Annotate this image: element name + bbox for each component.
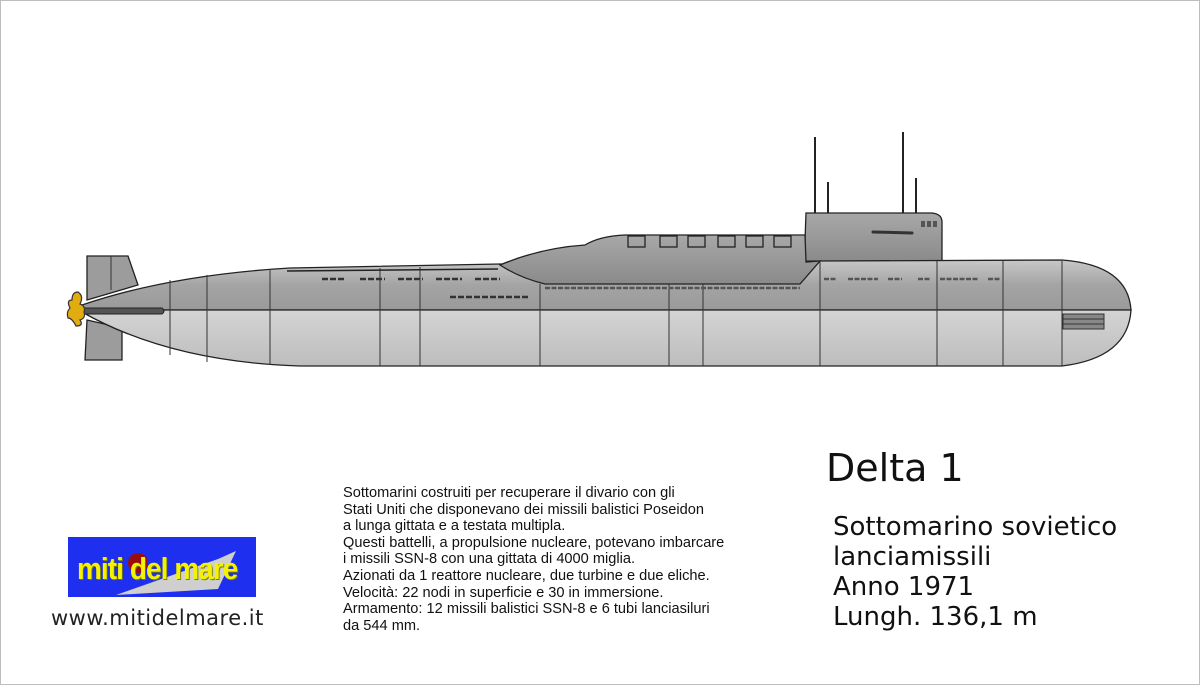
spec-line: lanciamissili [833, 542, 992, 572]
description: Sottomarini costruiti per recuperare il … [343, 485, 724, 634]
description-line: Questi battelli, a propulsione nucleare,… [343, 534, 725, 551]
sonar-grille [1062, 313, 1105, 330]
missile-deck [498, 234, 822, 285]
hull-sections [169, 261, 1063, 366]
stern-fin [84, 255, 139, 361]
upper-hull [81, 259, 1132, 311]
miti-del-mare-logo[interactable]: miti del mare [68, 537, 256, 597]
description-line: Azionati da 1 reattore nucleare, due tur… [343, 567, 710, 584]
description-line: Armamento: 12 missili balistici SSN-8 e … [343, 601, 710, 618]
spec-line: Anno 1971 [833, 572, 975, 602]
specs: Sottomarino sovietico lanciamissili Anno… [833, 512, 1117, 632]
description-line: Stati Uniti che disponevano dei missili … [343, 501, 704, 518]
spec-line: Lungh. 136,1 m [833, 602, 1038, 632]
description-line: i missili SSN-8 con una gittata di 4000 … [343, 551, 636, 568]
propeller [66, 291, 86, 327]
sail-shape-icon [116, 551, 236, 595]
lower-hull [81, 309, 1132, 367]
logo-text: miti del mare [77, 551, 238, 586]
description-line: da 544 mm. [343, 617, 421, 634]
description-line: a lunga gittata e a testata multipla. [343, 518, 566, 535]
website-link[interactable]: www.mitidelmare.it [51, 606, 264, 630]
description-line: Sottomarini costruiti per recuperare il … [343, 485, 675, 501]
spec-line: Sottomarino sovietico [833, 512, 1118, 542]
submarine-title: Delta 1 [826, 446, 964, 490]
description-line: Velocità: 22 nodi in superficie e 30 in … [343, 584, 664, 601]
sail [804, 212, 943, 263]
hull-vents [322, 277, 530, 299]
missile-hatches [627, 235, 792, 248]
masts [814, 132, 917, 214]
